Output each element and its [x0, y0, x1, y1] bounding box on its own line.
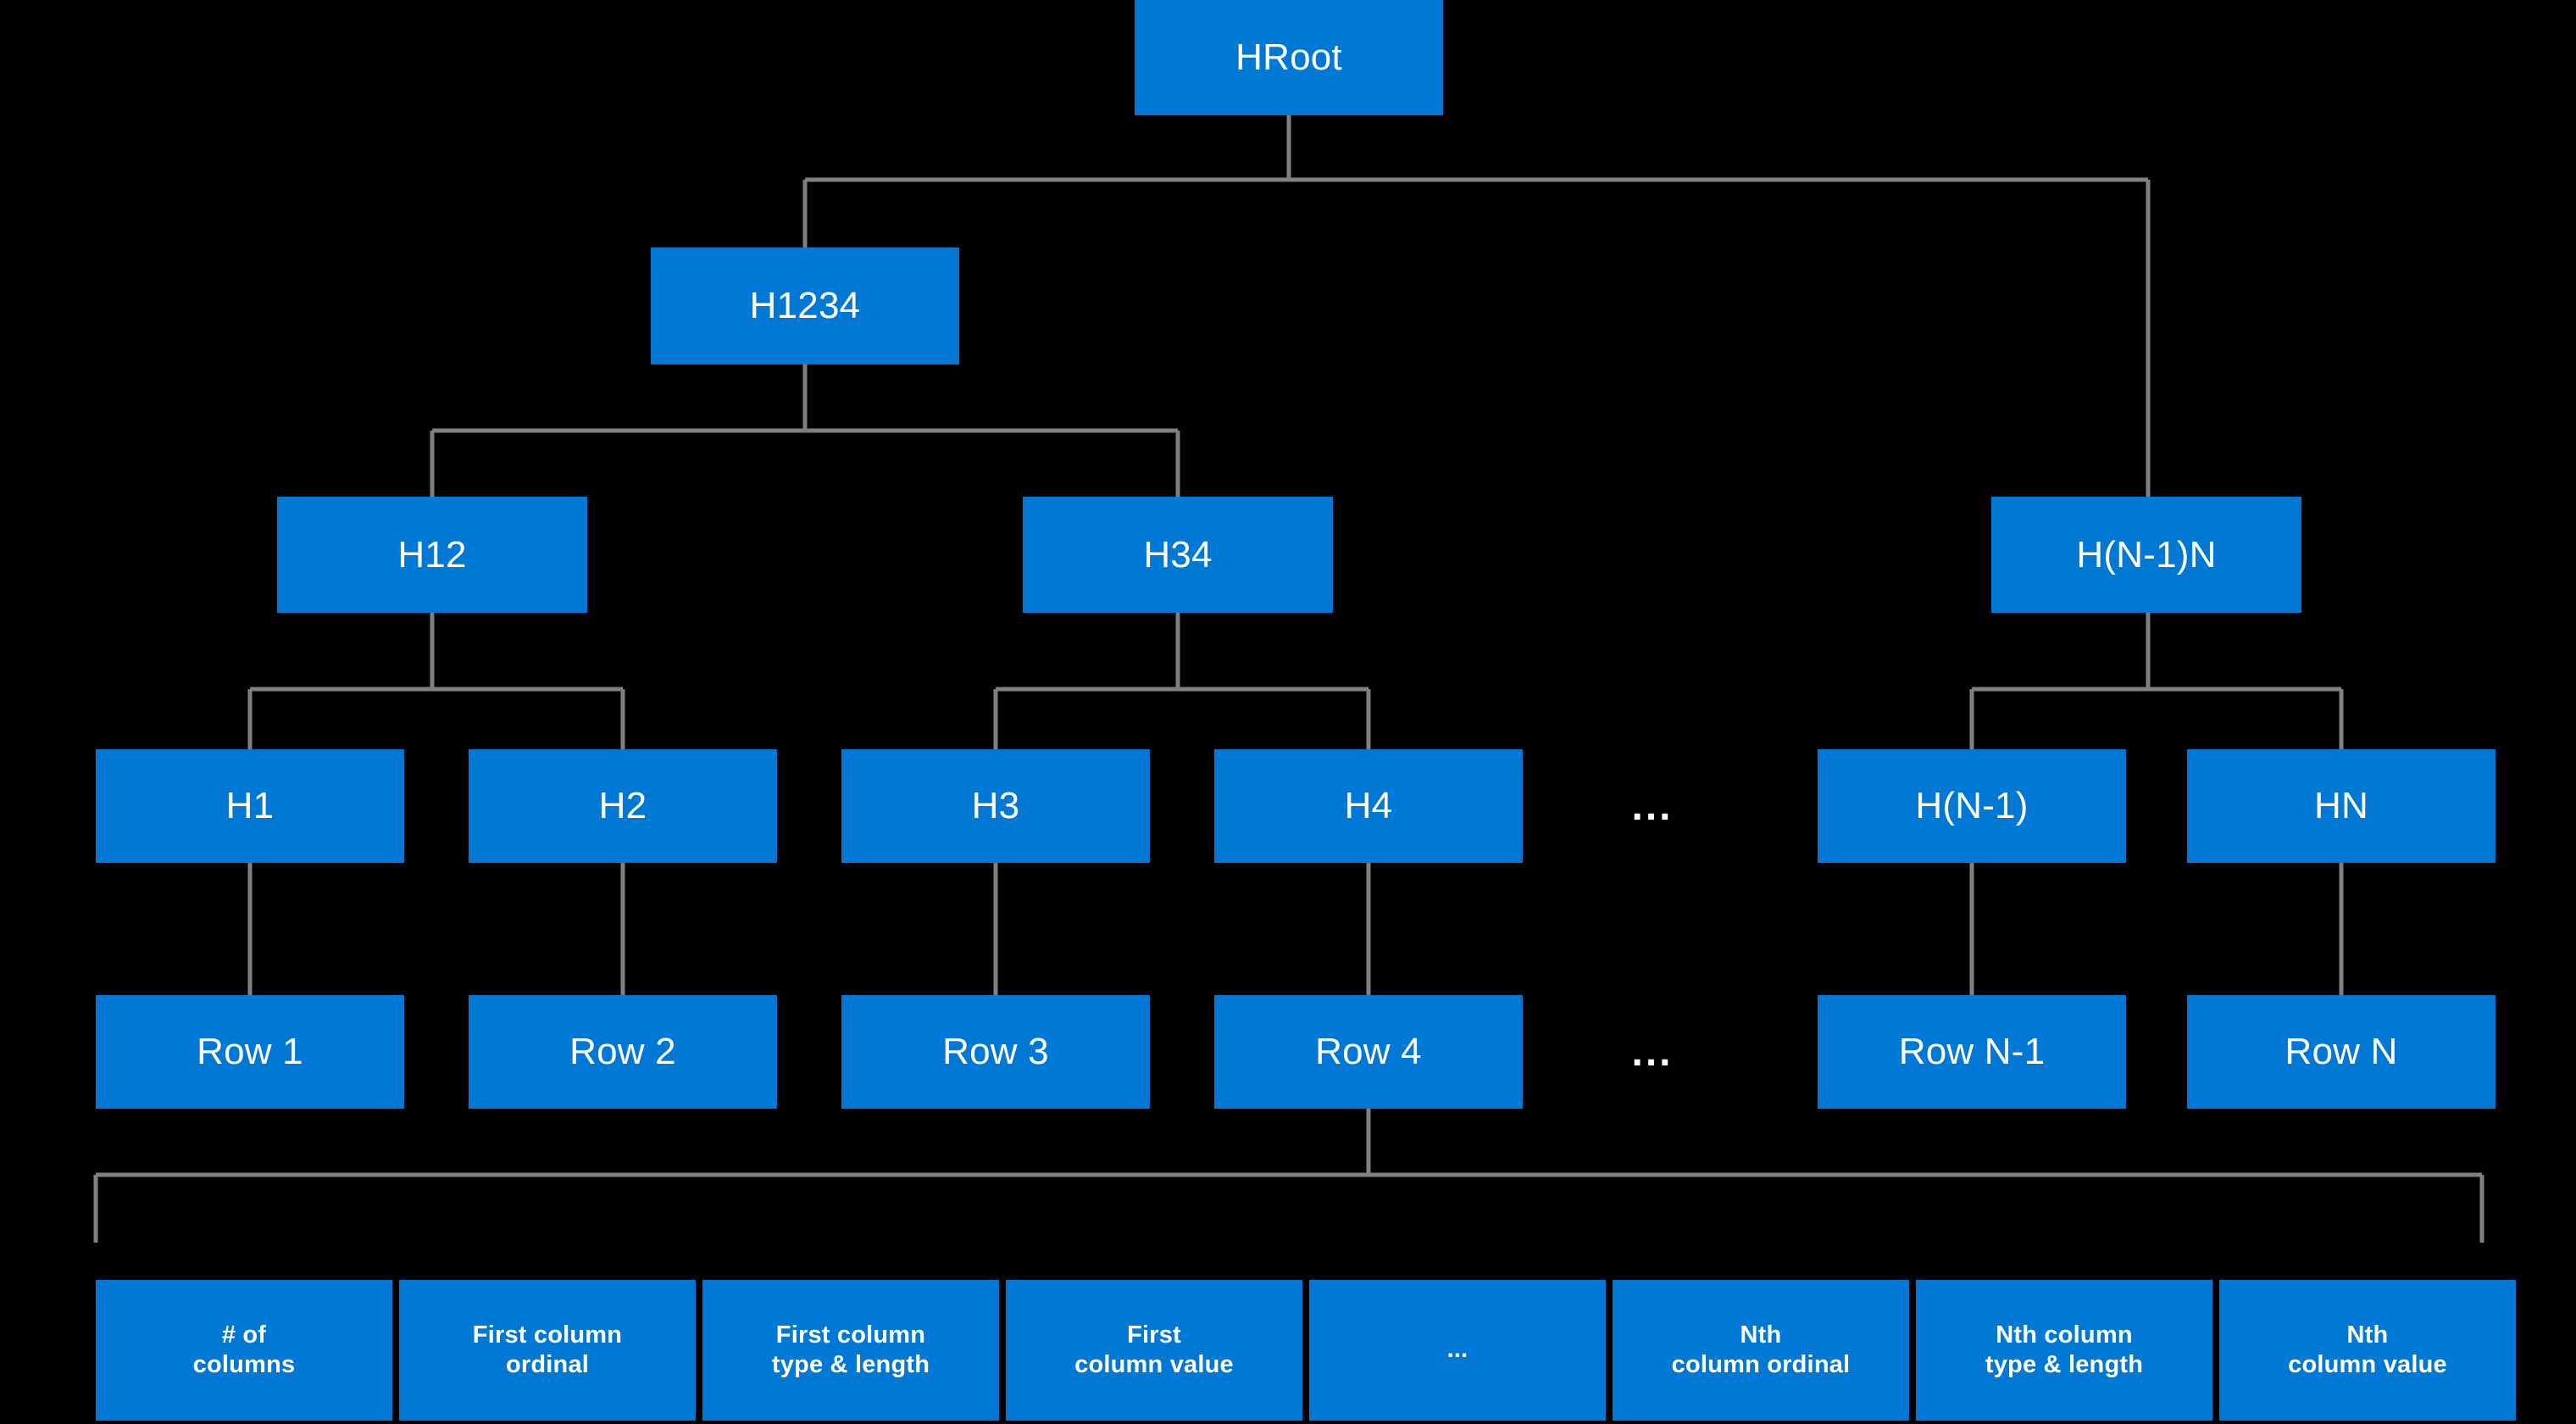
- ellipsis-label: ...: [1631, 1029, 1674, 1075]
- node-label: Row 3: [942, 1031, 1049, 1073]
- node-row-2[interactable]: Row 2: [469, 995, 777, 1109]
- node-label: H2: [598, 785, 647, 827]
- node-label: Row 1: [197, 1031, 303, 1073]
- node-h4[interactable]: H4: [1214, 749, 1523, 863]
- node-label: HN: [2314, 785, 2368, 827]
- column-cell-label: Nth column ordinal: [1671, 1321, 1851, 1378]
- ellipsis-label: ...: [1631, 783, 1674, 829]
- node-row-4[interactable]: Row 4: [1214, 995, 1523, 1109]
- node-hn-1n[interactable]: H(N-1)N: [1991, 497, 2301, 613]
- column-cell-first-column-ordinal[interactable]: First column ordinal: [399, 1280, 696, 1421]
- column-cell-label: Nth column value: [2288, 1321, 2447, 1378]
- column-cell-label: ...: [1446, 1336, 1468, 1364]
- column-cell-first-column-type-length[interactable]: First column type & length: [702, 1280, 999, 1421]
- node-h1[interactable]: H1: [96, 749, 404, 863]
- column-cell-label: Nth column type & length: [1985, 1321, 2144, 1378]
- column-cell-label: First column value: [1074, 1321, 1234, 1378]
- column-cell-nth-column-value[interactable]: Nth column value: [2219, 1280, 2516, 1421]
- node-label: H1: [225, 785, 275, 827]
- column-cell-ellipsis[interactable]: ...: [1309, 1280, 1606, 1421]
- node-h34[interactable]: H34: [1023, 497, 1333, 613]
- node-label: HRoot: [1235, 36, 1342, 79]
- node-label: H(N-1)N: [2076, 533, 2217, 576]
- node-label: H1234: [749, 285, 861, 327]
- node-h12[interactable]: H12: [277, 497, 587, 613]
- node-row-n[interactable]: Row N: [2187, 995, 2496, 1109]
- node-label: H12: [397, 533, 467, 576]
- column-cell-label: # of columns: [192, 1321, 296, 1378]
- node-hn[interactable]: HN: [2187, 749, 2496, 863]
- node-label: Row 4: [1315, 1031, 1422, 1073]
- node-row-n-1[interactable]: Row N-1: [1818, 995, 2126, 1109]
- node-label: Row 2: [569, 1031, 676, 1073]
- node-h3[interactable]: H3: [841, 749, 1150, 863]
- column-cell-num-of-columns[interactable]: # of columns: [96, 1280, 392, 1421]
- column-cell-nth-column-ordinal[interactable]: Nth column ordinal: [1613, 1280, 1909, 1421]
- node-label: H4: [1344, 785, 1393, 827]
- node-label: Row N: [2285, 1031, 2398, 1073]
- node-hn-1[interactable]: H(N-1): [1818, 749, 2126, 863]
- node-h2[interactable]: H2: [469, 749, 777, 863]
- node-h1234[interactable]: H1234: [651, 248, 959, 364]
- node-row-3[interactable]: Row 3: [841, 995, 1150, 1109]
- column-cell-label: First column type & length: [771, 1321, 930, 1378]
- node-label: H34: [1143, 533, 1213, 576]
- node-label: H(N-1): [1915, 785, 2029, 827]
- node-hroot[interactable]: HRoot: [1135, 0, 1443, 115]
- column-cell-label: First column ordinal: [472, 1321, 623, 1378]
- node-label: H3: [971, 785, 1020, 827]
- node-label: Row N-1: [1898, 1031, 2046, 1073]
- leaf-row-ellipsis: ...: [1585, 749, 1720, 863]
- node-row-1[interactable]: Row 1: [96, 995, 404, 1109]
- row-row-ellipsis: ...: [1585, 995, 1720, 1109]
- column-cell-nth-column-type-length[interactable]: Nth column type & length: [1916, 1280, 2212, 1421]
- column-cell-first-column-value[interactable]: First column value: [1006, 1280, 1302, 1421]
